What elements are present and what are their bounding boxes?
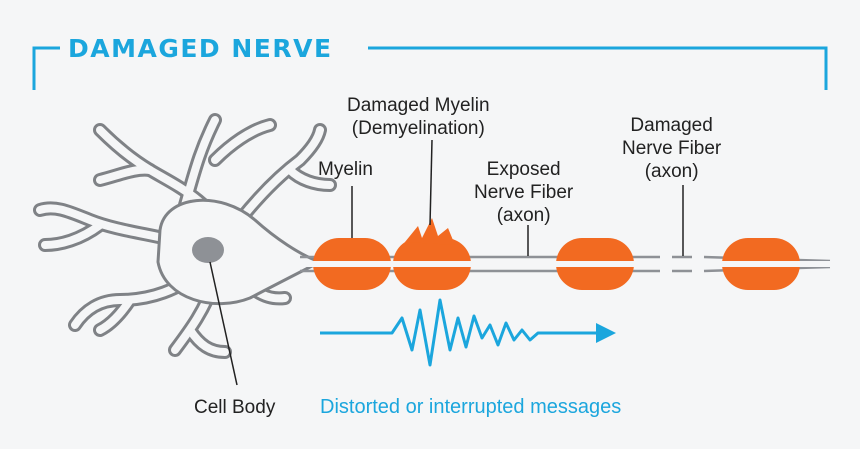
label-damaged-myelin: Damaged Myelin (Demyelination) [347, 94, 490, 140]
cell-nucleus [192, 237, 224, 263]
label-line: (Demyelination) [347, 117, 490, 140]
diagram-title: DAMAGED NERVE [68, 34, 333, 64]
label-line: Nerve Fiber [474, 181, 573, 204]
label-line: Exposed [474, 158, 573, 181]
label-line: Nerve Fiber [622, 137, 721, 160]
label-line: (axon) [622, 160, 721, 183]
label-exposed-nerve-fiber: Exposed Nerve Fiber (axon) [474, 158, 573, 227]
label-line: (axon) [474, 204, 573, 227]
neuron-cell [40, 120, 330, 352]
label-cell-body: Cell Body [194, 396, 275, 419]
label-line: Damaged Myelin [347, 94, 490, 117]
label-line: Damaged [622, 114, 721, 137]
myelin-sheaths [313, 218, 800, 290]
signal-caption: Distorted or interrupted messages [320, 396, 621, 419]
signal-wave [320, 300, 600, 365]
label-myelin: Myelin [318, 158, 373, 181]
label-damaged-nerve-fiber: Damaged Nerve Fiber (axon) [622, 114, 721, 183]
signal-arrowhead [596, 323, 616, 343]
